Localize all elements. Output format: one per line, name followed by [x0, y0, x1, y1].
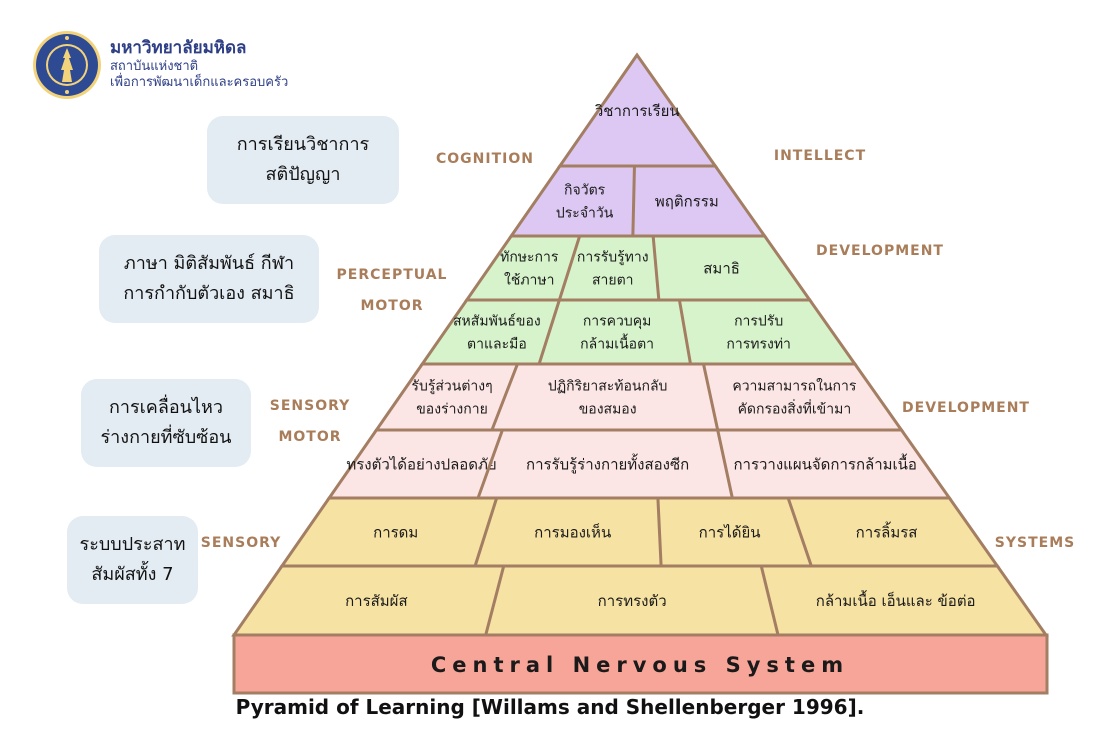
cell-divider	[651, 235, 661, 301]
institute-line-2: เพื่อการพัฒนาเด็กและครอบครัว	[110, 75, 289, 90]
label-development-upper: DEVELOPMENT	[816, 243, 944, 259]
pyramid-cell-label: ความสามารถในการ	[732, 377, 857, 394]
summary-card-sensory-motor: การเคลื่อนไหว ร่างกายที่ซับซ้อน	[81, 379, 251, 467]
pyramid-tier	[419, 298, 858, 366]
pyramid-cell-label: ทรงตัวได้อย่างปลอดภัย	[346, 455, 496, 473]
pyramid-cell-label: ตาและมือ	[467, 336, 527, 352]
pyramid-tier	[463, 234, 813, 302]
pyramid-cell-label: กล้ามเนื้อ เอ็นและ ข้อต่อ	[816, 590, 976, 610]
pyramid-cell-label: กิจวัตร	[564, 182, 606, 198]
organization-name: มหาวิทยาลัยมหิดล สถาบันแห่งชาติ เพื่อการ…	[110, 38, 288, 91]
pyramid-cell-label: ใช้ภาษา	[504, 271, 555, 288]
university-name: มหาวิทยาลัยมหิดล	[110, 38, 247, 58]
card-line: ร่างกายที่ซับซ้อน	[100, 427, 232, 448]
pyramid-cell-label: สมาธิ	[703, 259, 740, 277]
cell-divider	[484, 565, 506, 636]
caption: Pyramid of Learning [Willams and Shellen…	[235, 695, 865, 719]
pyramid-cell-label: การควบคุม	[583, 313, 652, 329]
cell-divider	[537, 299, 561, 365]
cell-divider	[786, 497, 813, 567]
cell-divider	[473, 497, 499, 567]
card-line: การเรียนวิชาการ	[236, 134, 370, 155]
label-sensory-motor-motor: MOTOR	[278, 429, 342, 445]
label-development-lower: DEVELOPMENT	[902, 400, 1030, 416]
cell-divider	[702, 363, 720, 431]
pyramid-cell-label: คัดกรองสิ่งที่เข้ามา	[738, 399, 852, 417]
pyramid-cell-label: การวางแผนจัดการกล้ามเนื้อ	[733, 453, 917, 473]
summary-card-intellect: การเรียนวิชาการ สติปัญญา	[207, 116, 399, 204]
card-line: การเคลื่อนไหว	[108, 397, 224, 418]
cell-divider	[557, 235, 582, 301]
label-cognition: COGNITION	[436, 151, 534, 167]
pyramid-cell-label: รับรู้ส่วนต่างๆ	[411, 378, 492, 394]
central-nervous-system-base	[232, 633, 1049, 695]
card-line: ภาษา มิติสัมพันธ์ กีฬา	[123, 253, 295, 274]
pyramid-cell-label: การทรงตัว	[598, 592, 667, 610]
pyramid-cell-label: ปฏิกิริยาสะท้อนกลับ	[548, 378, 668, 394]
pyramid-cell-label: การปรับ	[734, 313, 783, 329]
pyramid-cell-label: การสัมผัส	[345, 592, 408, 610]
cell-divider	[490, 363, 519, 431]
pyramid-cell-label: การมองเห็น	[534, 522, 611, 541]
pyramid-cell-label: พฤติกรรม	[655, 192, 719, 210]
label-systems: SYSTEMS	[994, 535, 1076, 551]
pyramid-cell-label: ของสมอง	[579, 401, 637, 417]
pyramid-cell-label: การรับรู้ร่างกายทั้งสองซีก	[526, 453, 689, 473]
cell-divider	[759, 565, 780, 636]
pyramid-cell-label: การลิ้มรส	[856, 521, 918, 541]
pyramid-cell-label: วิชาการเรียน	[594, 102, 679, 120]
cell-divider	[476, 429, 504, 499]
card-line: สัมผัสทั้ง 7	[91, 564, 174, 585]
pyramid-cell-label: การดม	[373, 523, 418, 541]
university-seal-logo	[33, 31, 101, 99]
label-sensory-systems: SENSORY	[200, 535, 282, 551]
pyramid-cell-label: การได้ยิน	[699, 523, 761, 541]
pyramid-cell-label: สหสัมพันธ์ของ	[453, 312, 541, 329]
pyramid-cell-label: ของร่างกาย	[416, 401, 488, 417]
pyramid-tier	[508, 164, 768, 238]
pyramid-tier	[373, 362, 905, 432]
summary-card-sensory-systems: ระบบประสาท สัมผัสทั้ง 7	[67, 516, 198, 604]
base-label: Central Nervous System	[431, 653, 849, 677]
cell-divider	[716, 429, 734, 499]
card-line: การกำกับตัวเอง สมาธิ	[123, 283, 295, 304]
pyramid-cell-label: ทักษะการ	[500, 249, 559, 265]
cell-divider	[631, 165, 636, 237]
card-line: สติปัญญา	[265, 164, 341, 185]
label-intellect: INTELLECT	[773, 148, 867, 164]
label-perceptual-motor: MOTOR	[360, 298, 424, 314]
label-perceptual: PERCEPTUAL	[336, 267, 448, 283]
label-sensory-motor: SENSORY	[269, 398, 351, 414]
summary-card-perceptual: ภาษา มิติสัมพันธ์ กีฬา การกำกับตัวเอง สม…	[99, 235, 319, 323]
card-line: ระบบประสาท	[79, 534, 186, 555]
pyramid-cell-label: การทรงท่า	[726, 336, 791, 352]
pyramid-cell-label: สายตา	[592, 272, 634, 288]
pyramid-cell-label: การรับรู้ทาง	[577, 249, 649, 265]
institute-line-1: สถาบันแห่งชาติ	[110, 59, 199, 74]
cell-divider	[677, 299, 692, 365]
pyramid-cell-label: ประจำวัน	[556, 205, 614, 221]
pyramid-cell-label: กล้ามเนื้อตา	[580, 333, 654, 352]
cell-divider	[656, 497, 663, 567]
